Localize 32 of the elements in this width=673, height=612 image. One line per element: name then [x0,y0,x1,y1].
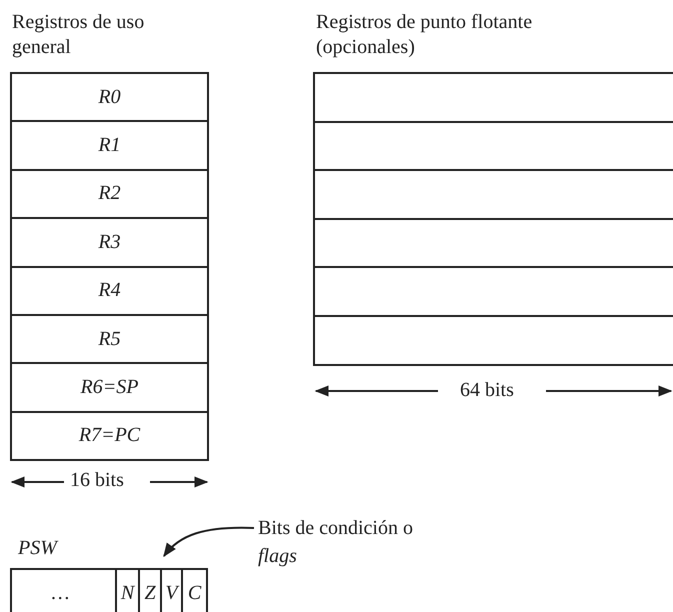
register-cell [10,168,209,220]
register-name: R0 [98,86,121,109]
register-cell [10,72,209,122]
heading: Registros de uso general [12,10,146,60]
callout-text: Bits de condición o flags [258,514,443,570]
register-name: C [188,582,202,604]
register-name: R7=PC [78,424,140,448]
register-name: V [165,582,178,604]
register-name: R1 [98,134,121,158]
heading: Registros de punto flotante (opcionales) [316,10,534,60]
register-name: R5 [98,328,121,351]
register-name: N [120,582,134,604]
register-cell [10,217,209,268]
register-name: … [52,582,70,604]
register-cell [313,315,673,366]
register-name: Z [144,582,156,604]
leader-line [163,526,254,558]
register-cell [10,410,209,462]
dimension-text: 64 bits [460,378,515,403]
register-cell [10,568,117,612]
register-name: R2 [98,182,121,206]
register-name: R6=SP [80,376,138,400]
register-name: R4 [98,279,121,302]
dimension-text: 16 bits [70,468,125,493]
register-label: PSW [18,536,60,561]
flag-cell [181,568,208,612]
register-name: R3 [98,230,121,254]
register-cell [10,266,209,316]
register-cell [10,314,209,364]
register-cell [10,362,209,413]
register-cell [10,120,209,171]
register-cell [313,72,673,123]
